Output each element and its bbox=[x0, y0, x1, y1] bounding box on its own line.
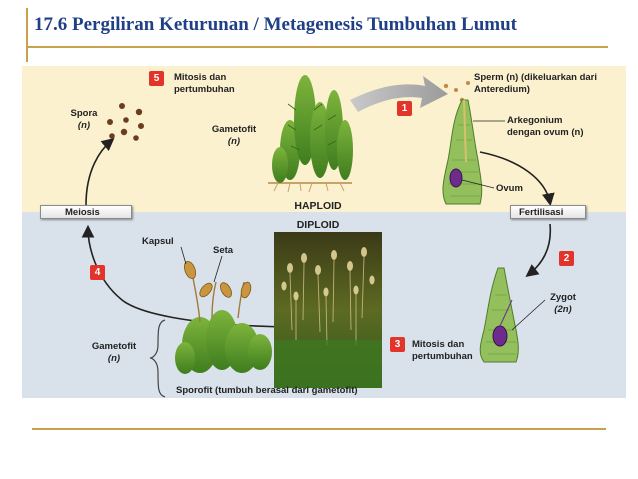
zygot-label: Zygot(2n) bbox=[550, 292, 576, 315]
archegonium-top bbox=[442, 99, 483, 205]
step-badge-1: 1 bbox=[397, 101, 412, 116]
sporofit-caption: Sporofit (tumbuh berasal dari gametofit) bbox=[176, 385, 358, 396]
seta-label: Seta bbox=[213, 245, 234, 256]
fertilization-box: Fertilisasi bbox=[510, 205, 586, 219]
cycle-arrow-right-top bbox=[479, 151, 555, 207]
zone-label-haploid: HAPLOID bbox=[294, 200, 342, 212]
kapsul-label: Kapsul bbox=[142, 236, 174, 247]
step-badge-5: 5 bbox=[149, 71, 164, 86]
step-badge-2: 2 bbox=[559, 251, 574, 266]
page-title: 17.6 Pergiliran Keturunan / Metagenesis … bbox=[34, 14, 517, 35]
meiosis-box: Meiosis bbox=[40, 205, 132, 219]
gametofit-bottom-label: Gametofit(n) bbox=[91, 341, 137, 364]
archegonium-zygote bbox=[479, 267, 519, 363]
sporophyte-plant bbox=[149, 246, 272, 398]
cycle-arrow-right-bottom bbox=[525, 223, 552, 277]
title-underline bbox=[26, 46, 608, 48]
ovum-label: Ovum bbox=[496, 183, 523, 194]
cycle-arrow-left bbox=[85, 137, 115, 206]
title-accent-line bbox=[26, 8, 28, 62]
moss-photo bbox=[274, 232, 382, 388]
step-badge-4: 4 bbox=[90, 265, 105, 280]
gametophyte-plant-top bbox=[268, 75, 353, 193]
gametofit-top-label: Gametofit(n) bbox=[211, 124, 257, 147]
zone-label-diploid: DIPLOID bbox=[296, 219, 340, 231]
spora-label: Spora(n) bbox=[70, 108, 98, 131]
bracket bbox=[149, 319, 166, 398]
step-badge-3: 3 bbox=[390, 337, 405, 352]
spores bbox=[107, 103, 144, 141]
gray-flow-arrow bbox=[350, 76, 448, 112]
bottom-rule bbox=[32, 428, 606, 430]
sperm-cells bbox=[443, 81, 470, 103]
